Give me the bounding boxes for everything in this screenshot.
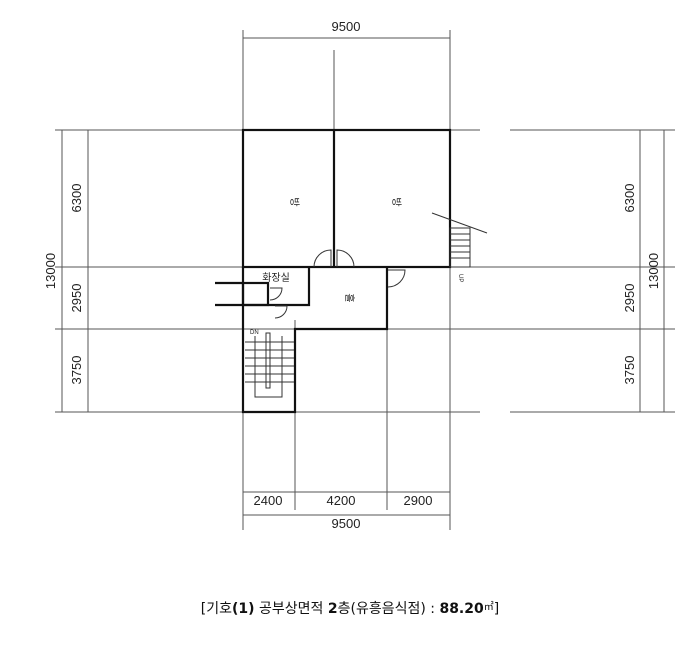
caption-suffix: ]: [493, 601, 500, 617]
toilet-label: 화장실: [262, 272, 290, 284]
stair-up: [431, 212, 488, 268]
walls: [215, 128, 452, 414]
dim-bottom-3: 2900: [404, 493, 433, 508]
hall-label: 홀: [343, 293, 356, 302]
dim-right-3: 3750: [622, 356, 637, 385]
grid-lines: [55, 30, 675, 530]
stair-down-label: DN: [250, 330, 259, 336]
dim-right-total: 13000: [646, 253, 661, 289]
dim-left-3: 3750: [69, 356, 84, 385]
dim-left-1: 6300: [69, 184, 84, 213]
dim-bottom-total: 9500: [332, 516, 361, 531]
caption-unit: ㎡: [483, 602, 494, 613]
dim-right-1: 6300: [622, 184, 637, 213]
dim-bottom-2: 4200: [327, 493, 356, 508]
room-right-label: 방: [390, 197, 402, 206]
caption-prefix: [기호: [200, 601, 233, 617]
dim-top-total: 9500: [332, 19, 361, 34]
caption-number: (1): [232, 601, 255, 617]
caption-area: 88.20: [439, 601, 484, 617]
doors: [269, 249, 406, 319]
dim-left-total: 13000: [43, 253, 58, 289]
stair-up-label: UP: [457, 274, 463, 282]
caption-floor: 2: [327, 601, 338, 617]
dim-bottom-1: 2400: [254, 493, 283, 508]
caption: [기호(1) 공부상면적 2층(유흥음식점) : 88.20㎡]: [0, 598, 700, 618]
dim-left-2: 2950: [69, 284, 84, 313]
room-left-label: 방: [288, 197, 300, 206]
caption-floor-suffix: 층(유흥음식점) :: [337, 601, 440, 617]
dim-right-2: 2950: [622, 284, 637, 313]
caption-middle: 공부상면적: [254, 601, 328, 617]
stair-down: [245, 332, 294, 398]
